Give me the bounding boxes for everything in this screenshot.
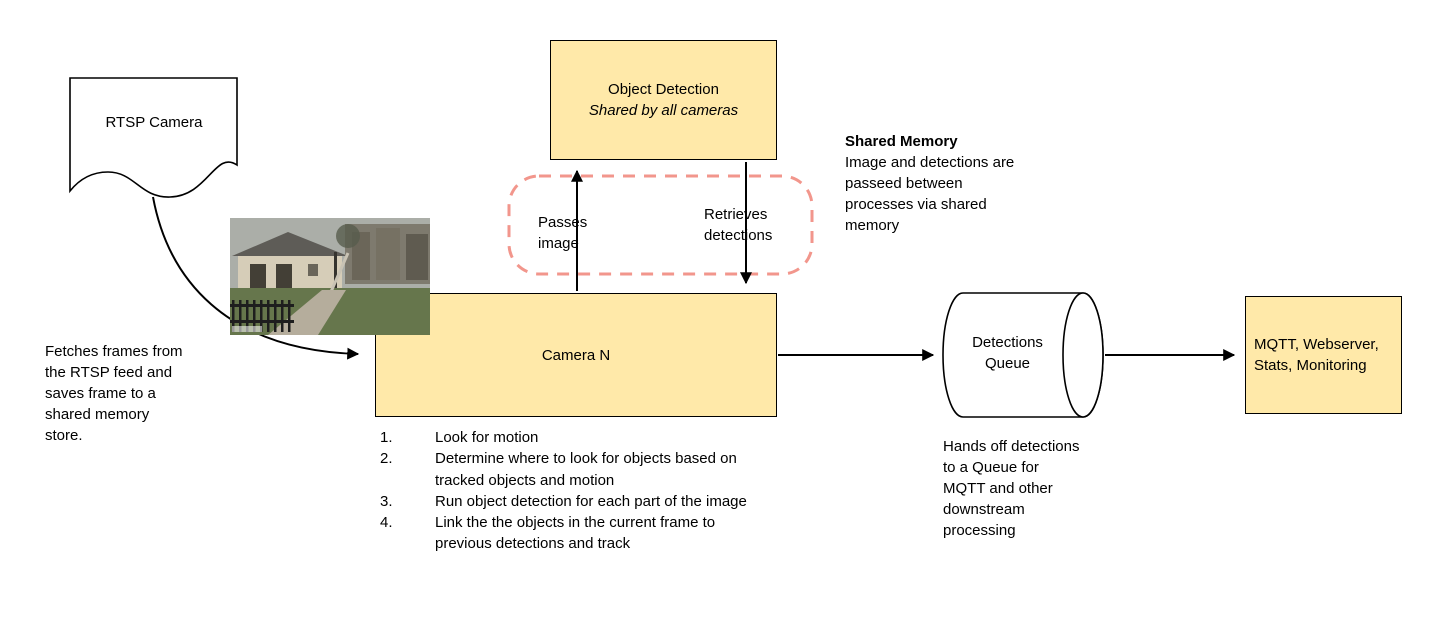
step-item: 3. Run object detection for each part of…: [380, 491, 752, 512]
camera-n-label: Camera N: [541, 346, 611, 364]
step-number: 3.: [380, 492, 393, 510]
outputs-label: MQTT, Webserver, Stats, Monitoring: [1254, 336, 1379, 374]
step-text: Link the the objects in the current fram…: [435, 514, 716, 553]
detections-queue-label: Detections Queue: [972, 334, 1043, 372]
step-number: 1.: [380, 429, 393, 446]
passes-image-label: Passes image: [538, 214, 588, 252]
camera-snapshot-art: [230, 218, 430, 335]
fetches-frames-annotation: Fetches frames from the RTSP feed and sa…: [45, 341, 225, 446]
step-item: 1. Look for motion: [380, 427, 752, 448]
step-item: 4. Link the the objects in the current f…: [380, 512, 752, 555]
shared-memory-line: memory: [845, 217, 900, 234]
fetches-line: the RTSP feed and: [45, 364, 173, 381]
step-item: 2. Determine where to look for objects b…: [380, 448, 752, 491]
hands-off-line: Hands off detections: [943, 438, 1080, 455]
shared-memory-line: Image and detections are: [845, 154, 1015, 171]
rtsp-camera-document-shape: [69, 77, 238, 198]
object-detection-title: Object Detection: [608, 81, 719, 98]
camera-snapshot-image: [230, 218, 430, 335]
hands-off-line: processing: [943, 522, 1016, 539]
step-text: Run object detection for each part of th…: [435, 492, 747, 510]
step-text: Look for motion: [435, 429, 539, 446]
fetches-line: saves frame to a: [45, 385, 156, 402]
outputs-node: MQTT, Webserver, Stats, Monitoring: [1245, 296, 1402, 414]
object-detection-subtitle: Shared by all cameras: [588, 102, 739, 119]
camera-n-node: Camera N: [375, 293, 777, 417]
camera-steps-list: 1. Look for motion 2. Determine where to…: [380, 427, 752, 555]
shared-memory-annotation: Shared Memory Image and detections are p…: [845, 131, 1060, 236]
detections-queue-cylinder-cap: [1062, 292, 1104, 418]
step-text: Determine where to look for objects base…: [435, 450, 737, 489]
shared-memory-line: processes via shared: [845, 196, 987, 213]
hands-off-annotation: Hands off detections to a Queue for MQTT…: [943, 436, 1123, 541]
object-detection-node: Object Detection Shared by all cameras: [550, 40, 777, 160]
fetches-line: shared memory: [45, 406, 150, 423]
rtsp-camera-label: RTSP Camera: [105, 114, 203, 131]
retrieves-detections-label: Retrieves detections: [704, 206, 773, 244]
step-number: 2.: [380, 450, 393, 468]
shared-memory-title: Shared Memory: [845, 133, 958, 150]
shared-memory-line: passeed between: [845, 175, 963, 192]
fetches-line: store.: [45, 427, 83, 444]
fetches-line: Fetches frames from: [45, 343, 183, 360]
hands-off-line: to a Queue for: [943, 459, 1039, 476]
hands-off-line: downstream: [943, 501, 1025, 518]
step-number: 4.: [380, 514, 393, 532]
hands-off-line: MQTT and other: [943, 480, 1053, 497]
